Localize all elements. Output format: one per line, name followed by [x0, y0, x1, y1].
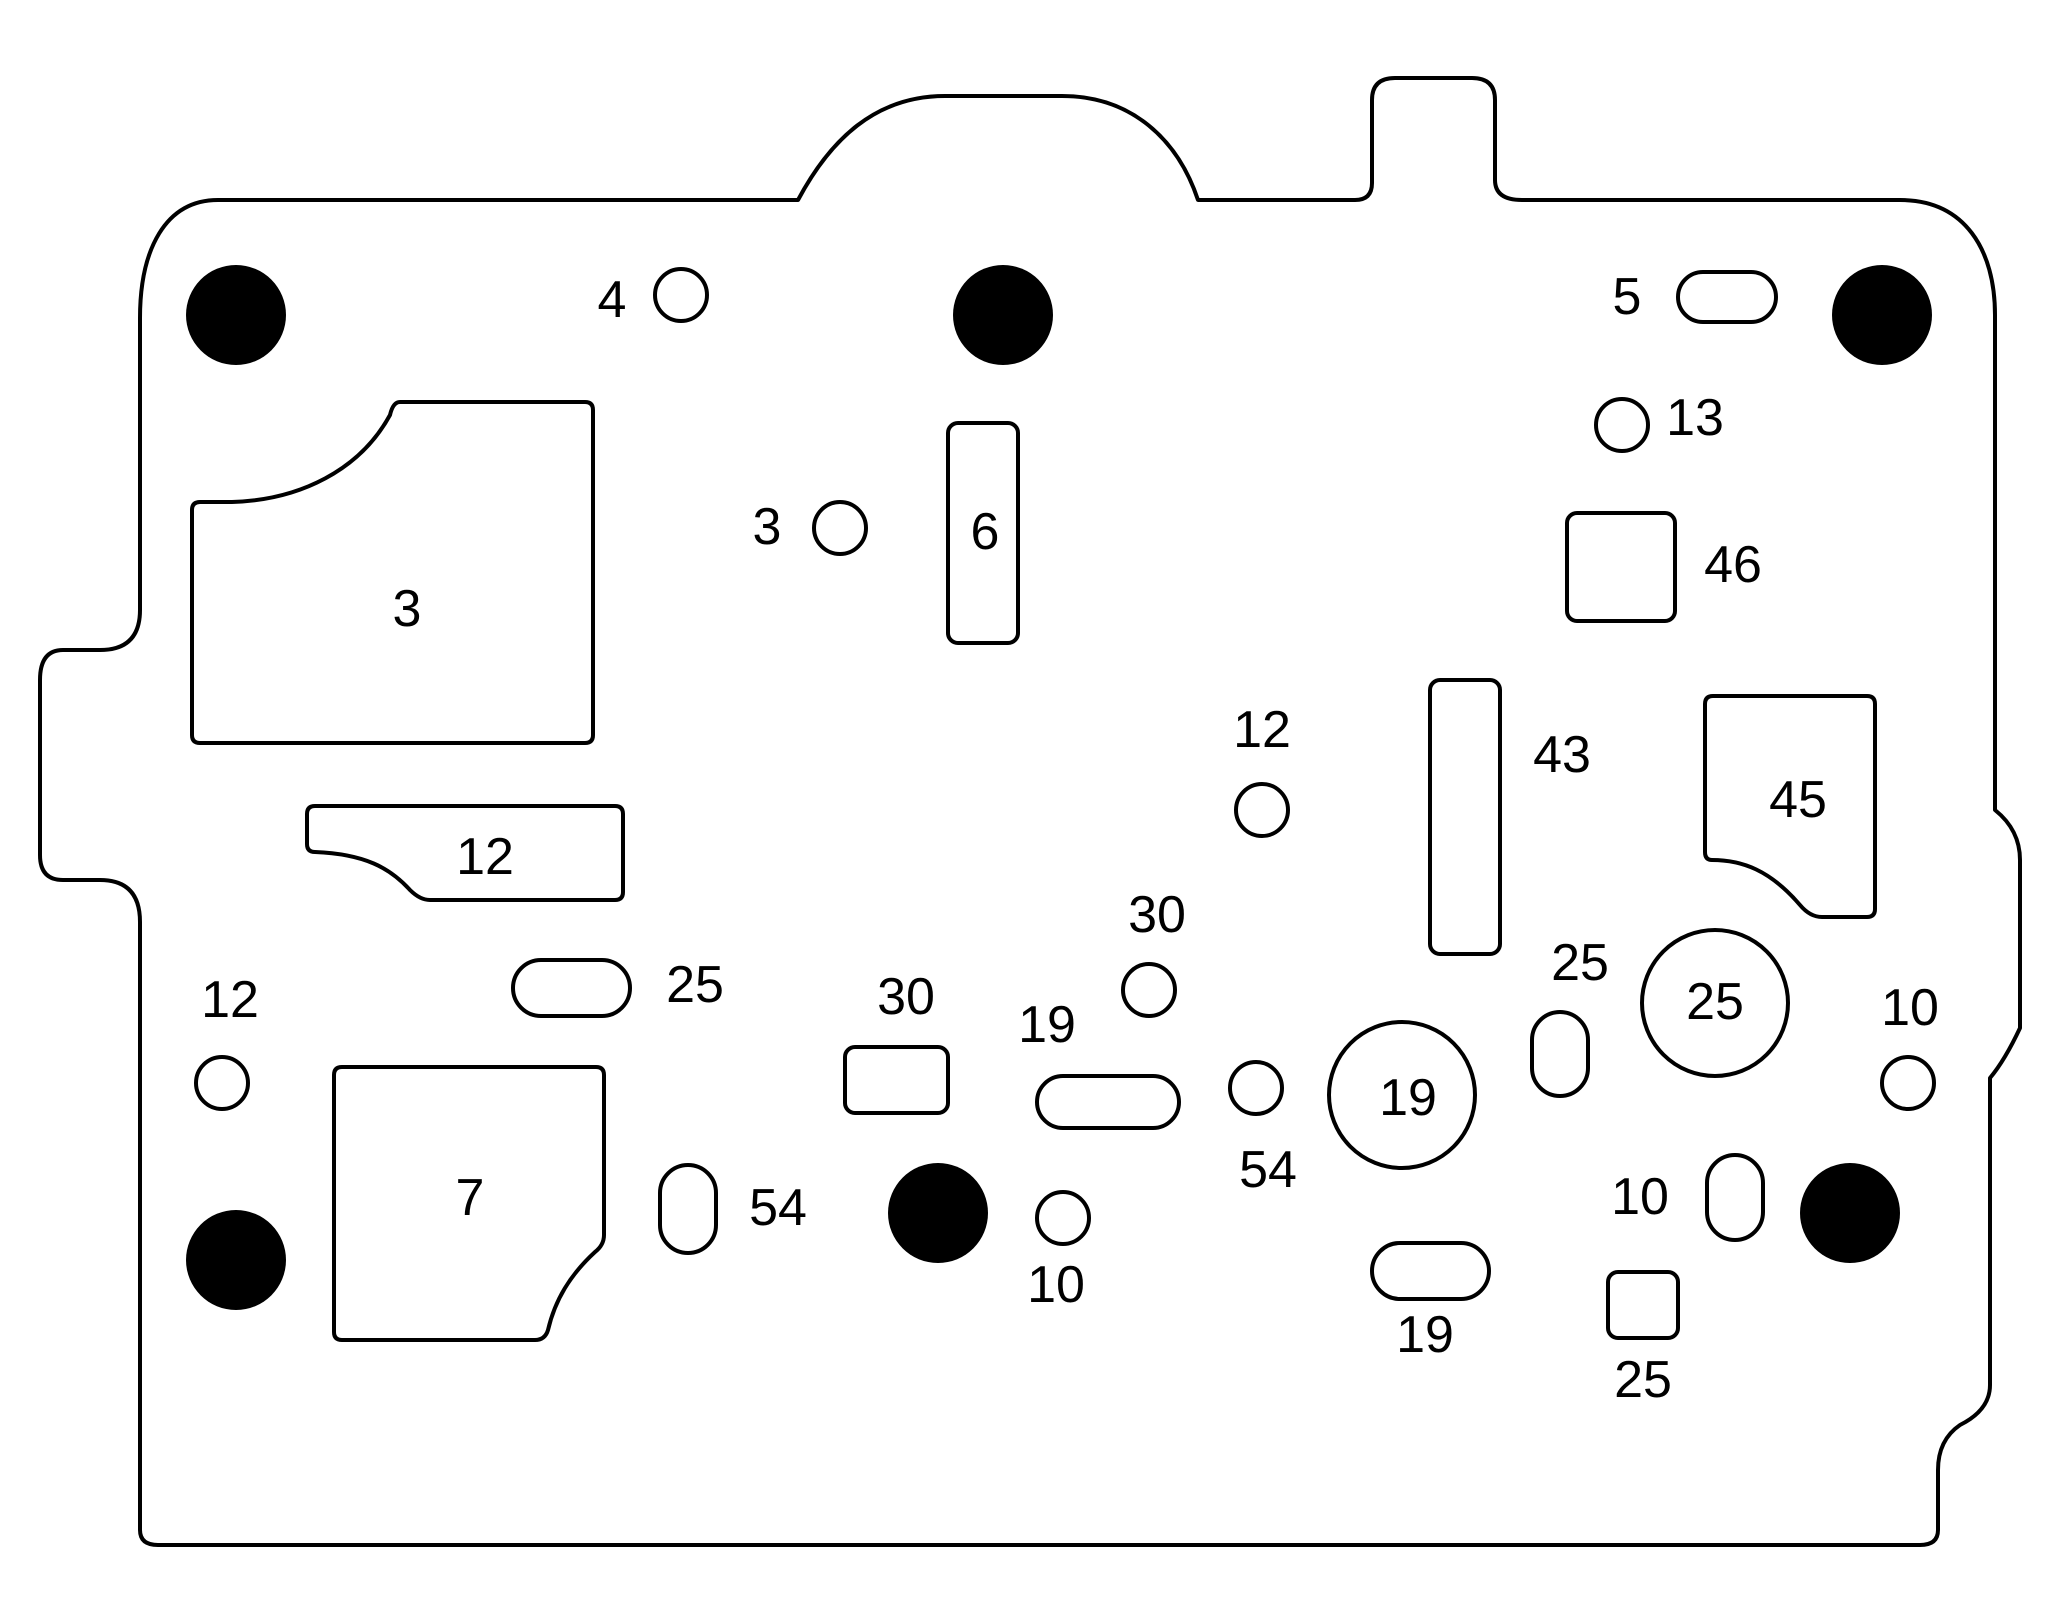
port-25-bottom — [1606, 1270, 1680, 1340]
plate-outline — [38, 76, 2022, 1547]
port-12-right — [1234, 782, 1290, 838]
port-7 — [332, 1065, 606, 1342]
bolt-hole — [1832, 265, 1932, 365]
port-12-left — [194, 1055, 250, 1111]
label-port-5: 5 — [1613, 268, 1642, 326]
label-port-30-mid: 30 — [877, 968, 935, 1026]
port-6 — [946, 421, 1020, 645]
label-port-10-right: 10 — [1881, 979, 1939, 1037]
label-port-10-bottom: 10 — [1027, 1256, 1085, 1314]
bolt-hole — [888, 1163, 988, 1263]
label-port-30-top: 30 — [1128, 886, 1186, 944]
port-54-mid — [1228, 1060, 1284, 1116]
port-3-small — [812, 500, 868, 556]
bolt-hole — [953, 265, 1053, 365]
label-port-7: 7 — [456, 1169, 485, 1227]
port-30-top — [1121, 962, 1177, 1018]
label-port-10-oval: 10 — [1611, 1168, 1669, 1226]
port-46 — [1565, 511, 1677, 623]
port-25-left — [511, 958, 632, 1018]
label-port-43: 43 — [1533, 726, 1591, 784]
label-port-12-left: 12 — [201, 971, 259, 1029]
port-45 — [1703, 694, 1877, 919]
port-10-bottom — [1035, 1190, 1091, 1246]
port-10-right — [1880, 1055, 1936, 1111]
port-19-bottom — [1370, 1241, 1491, 1301]
label-port-13: 13 — [1666, 389, 1724, 447]
bolt-hole — [186, 1210, 286, 1310]
port-43 — [1428, 678, 1502, 956]
port-19-large — [1327, 1020, 1477, 1170]
label-port-6: 6 — [971, 503, 1000, 561]
label-port-12-slot: 12 — [456, 828, 514, 886]
port-10-oval — [1705, 1153, 1765, 1242]
label-port-3-large: 3 — [393, 580, 422, 638]
bolt-hole — [186, 265, 286, 365]
label-port-4: 4 — [598, 271, 627, 329]
label-port-3-small: 3 — [753, 498, 782, 556]
port-30-mid — [843, 1045, 950, 1115]
bolt-hole — [1800, 1163, 1900, 1263]
label-port-19-bottom: 19 — [1396, 1306, 1454, 1364]
port-3-large — [190, 400, 595, 745]
label-port-25-bottom: 25 — [1614, 1351, 1672, 1409]
port-19-top — [1035, 1074, 1181, 1130]
port-25-large — [1640, 928, 1790, 1078]
label-port-54-mid: 54 — [1239, 1141, 1297, 1199]
port-12-slot — [305, 804, 625, 902]
label-port-46: 46 — [1704, 536, 1762, 594]
label-port-12-right: 12 — [1233, 701, 1291, 759]
label-port-19-top: 19 — [1018, 996, 1076, 1054]
port-5 — [1676, 270, 1778, 324]
label-port-25-large: 25 — [1686, 973, 1744, 1031]
label-port-25-small: 25 — [1551, 934, 1609, 992]
label-port-19-large: 19 — [1379, 1069, 1437, 1127]
port-25-small — [1530, 1010, 1590, 1098]
port-54-left — [658, 1163, 718, 1255]
label-port-54-left: 54 — [749, 1179, 807, 1237]
port-4 — [653, 267, 709, 323]
label-port-25-left: 25 — [666, 956, 724, 1014]
label-port-45: 45 — [1769, 771, 1827, 829]
port-13 — [1594, 397, 1650, 453]
